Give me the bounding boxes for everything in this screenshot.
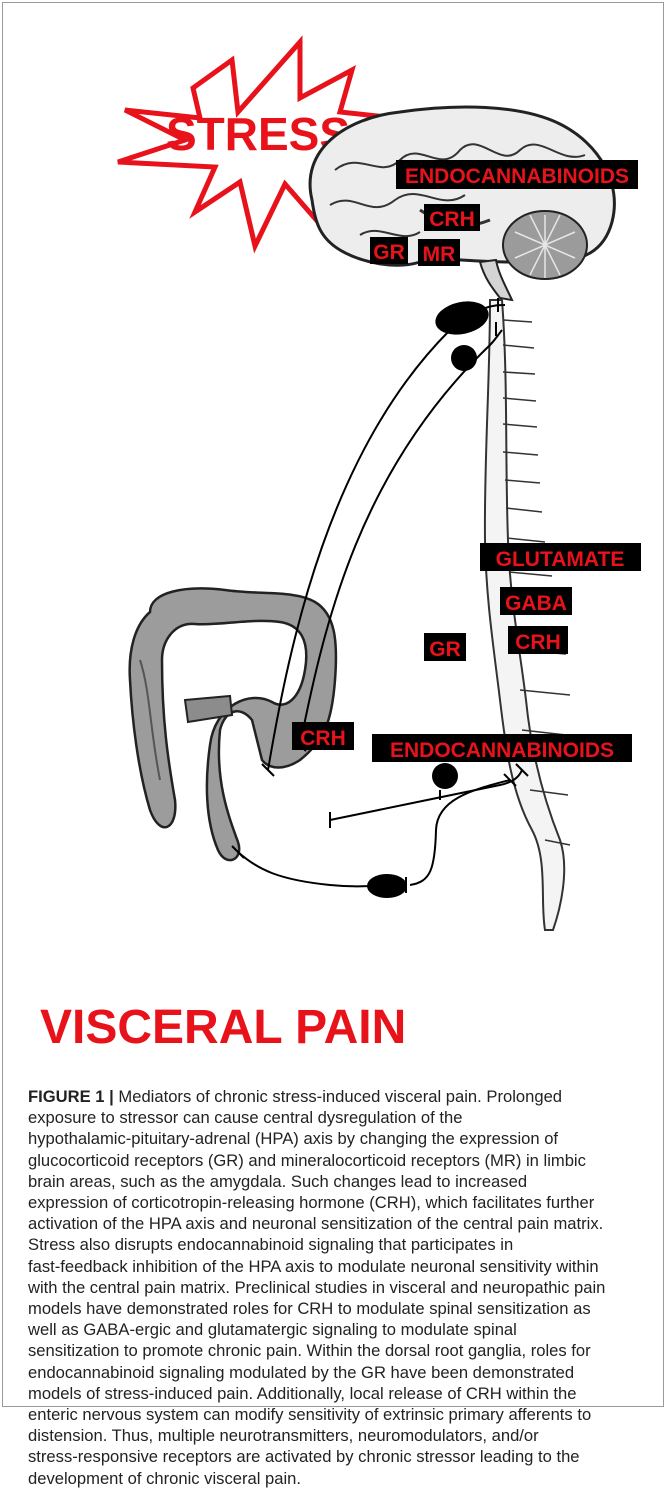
crh-brain-label: CRH [429,208,475,231]
drg-ganglion [367,874,407,898]
figure-number-label: FIGURE 1 | [28,1087,114,1106]
figure-illustration: STRESS [0,0,668,1080]
crh-gut-label: CRH [300,727,346,750]
caption-line-2: exposure to stressor can cause central d… [28,1107,640,1128]
brain-ganglion [432,297,491,340]
drg-gr-node [432,763,458,789]
caption-line-7: activation of the HPA axis and neuronal … [28,1213,640,1234]
gaba-label: GABA [505,592,567,615]
caption-line-18: stress-responsive receptors are activate… [28,1446,640,1467]
caption-line-16: enteric nervous system can modify sensit… [28,1404,640,1425]
gr-drg-label: GR [429,638,461,661]
caption-line-1: FIGURE 1 | Mediators of chronic stress-i… [28,1086,640,1107]
endocannabinoids-brain-label: ENDOCANNABINOIDS [405,165,629,188]
caption-line-12: well as GABA-ergic and glutamatergic sig… [28,1319,640,1340]
gr-brain-label: GR [373,241,405,264]
caption-line-5: brain areas, such as the amygdala. Such … [28,1171,640,1192]
caption-first-line-text: Mediators of chronic stress-induced visc… [114,1087,562,1106]
caption-line-14: endocannabinoid signaling modulated by t… [28,1362,640,1383]
caption-line-3: hypothalamic-pituitary-adrenal (HPA) axi… [28,1128,640,1149]
caption-line-10: with the central pain matrix. Preclinica… [28,1277,640,1298]
caption-line-11: models have demonstrated roles for CRH t… [28,1298,640,1319]
brain-illustration [310,107,614,300]
visceral-pain-title: VISCERAL PAIN [40,1001,406,1054]
caption-line-13: sensitization to promote chronic pain. W… [28,1340,640,1361]
caption-line-4: glucocorticoid receptors (GR) and minera… [28,1150,640,1171]
caption-line-8: Stress also disrupts endocannabinoid sig… [28,1234,640,1255]
endocannabinoids-drg-label: ENDOCANNABINOIDS [390,739,614,762]
figure-caption: FIGURE 1 | Mediators of chronic stress-i… [28,1086,640,1489]
glutamate-label: GLUTAMATE [496,548,625,571]
caption-line-19: development of chronic visceral pain. [28,1468,640,1489]
mr-brain-label: MR [423,243,456,266]
crh-spine-label: CRH [515,631,561,654]
brain-gr-node [451,345,477,371]
caption-line-9: fast-feedback inhibition of the HPA axis… [28,1256,640,1277]
caption-line-6: expression of corticotropin-releasing ho… [28,1192,640,1213]
caption-line-17: distension. Thus, multiple neurotransmit… [28,1425,640,1446]
caption-line-15: models of stress-induced pain. Additiona… [28,1383,640,1404]
